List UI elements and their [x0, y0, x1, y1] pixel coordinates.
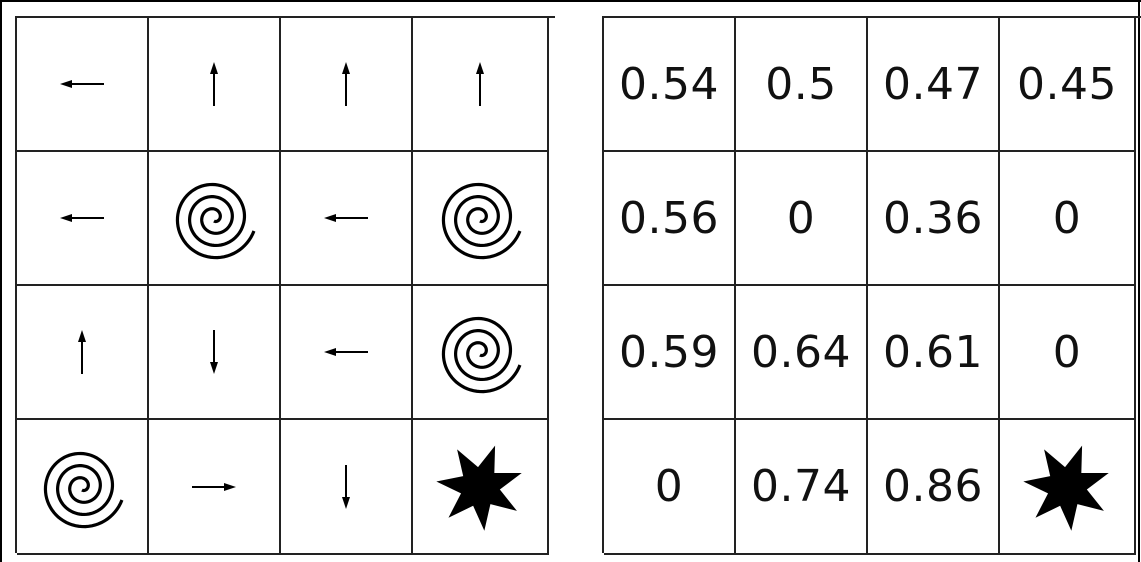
state-value: 0.64 [751, 326, 851, 378]
arrow-left-icon [316, 322, 376, 382]
state-value: 0 [1052, 192, 1082, 244]
policy-cell [17, 286, 149, 420]
spiral-hole-icon [430, 168, 530, 268]
policy-cell [149, 420, 281, 555]
policy-cell [17, 18, 149, 152]
state-value: 0.54 [619, 58, 719, 110]
state-value: 0.86 [883, 461, 983, 512]
value-cell [1000, 420, 1136, 555]
value-cell: 0 [604, 420, 736, 555]
spiral-hole-icon [164, 168, 264, 268]
goal-star-icon [430, 437, 530, 537]
value-cell: 0.56 [604, 152, 736, 286]
arrow-up-icon [316, 54, 376, 114]
value-cell: 0.5 [736, 18, 868, 152]
policy-cell [149, 286, 281, 420]
value-cell: 0.54 [604, 18, 736, 152]
policy-cell [413, 152, 549, 286]
value-cell: 0.47 [868, 18, 1000, 152]
state-value: 0.61 [883, 326, 983, 378]
policy-grid [15, 16, 555, 555]
policy-cell [149, 18, 281, 152]
value-cell: 0.74 [736, 420, 868, 555]
policy-cell [281, 18, 413, 152]
state-value: 0 [654, 461, 684, 512]
policy-cell [413, 420, 549, 555]
arrow-up-icon [450, 54, 510, 114]
state-value: 0 [786, 192, 816, 244]
arrow-up-icon [184, 54, 244, 114]
arrow-left-icon [52, 54, 112, 114]
spiral-hole-icon [430, 302, 530, 402]
value-cell: 0 [736, 152, 868, 286]
value-cell: 0.36 [868, 152, 1000, 286]
policy-cell [281, 286, 413, 420]
value-cell: 0.61 [868, 286, 1000, 420]
policy-cell [281, 152, 413, 286]
state-value: 0 [1052, 326, 1082, 378]
frame-left-border [0, 0, 2, 562]
goal-star-icon [1017, 437, 1117, 537]
arrow-down-icon [316, 457, 376, 517]
policy-cell [413, 18, 549, 152]
frame-right-border [1138, 0, 1140, 562]
state-value: 0.74 [751, 461, 851, 512]
policy-cell [281, 420, 413, 555]
policy-cell [17, 152, 149, 286]
value-cell: 0.86 [868, 420, 1000, 555]
state-value: 0.36 [883, 192, 983, 244]
state-value: 0.59 [619, 326, 719, 378]
policy-cell [413, 286, 549, 420]
arrow-right-icon [184, 457, 244, 517]
value-cell: 0.64 [736, 286, 868, 420]
state-value: 0.5 [765, 58, 837, 110]
frame-top-border [0, 0, 1141, 2]
value-cell: 0 [1000, 286, 1136, 420]
arrow-left-icon [316, 188, 376, 248]
state-value: 0.45 [1017, 58, 1117, 110]
spiral-hole-icon [32, 437, 132, 537]
policy-cell [149, 152, 281, 286]
value-cell: 0 [1000, 152, 1136, 286]
value-cell: 0.59 [604, 286, 736, 420]
value-cell: 0.45 [1000, 18, 1136, 152]
arrow-up-icon [52, 322, 112, 382]
state-value: 0.56 [619, 192, 719, 244]
state-value: 0.47 [883, 58, 983, 110]
arrow-down-icon [184, 322, 244, 382]
policy-cell [17, 420, 149, 555]
arrow-left-icon [52, 188, 112, 248]
value-grid: 0.54 0.5 0.47 0.45 0.56 0 0.36 0 0.59 0.64 0.61 0 0 0… [602, 16, 1141, 555]
